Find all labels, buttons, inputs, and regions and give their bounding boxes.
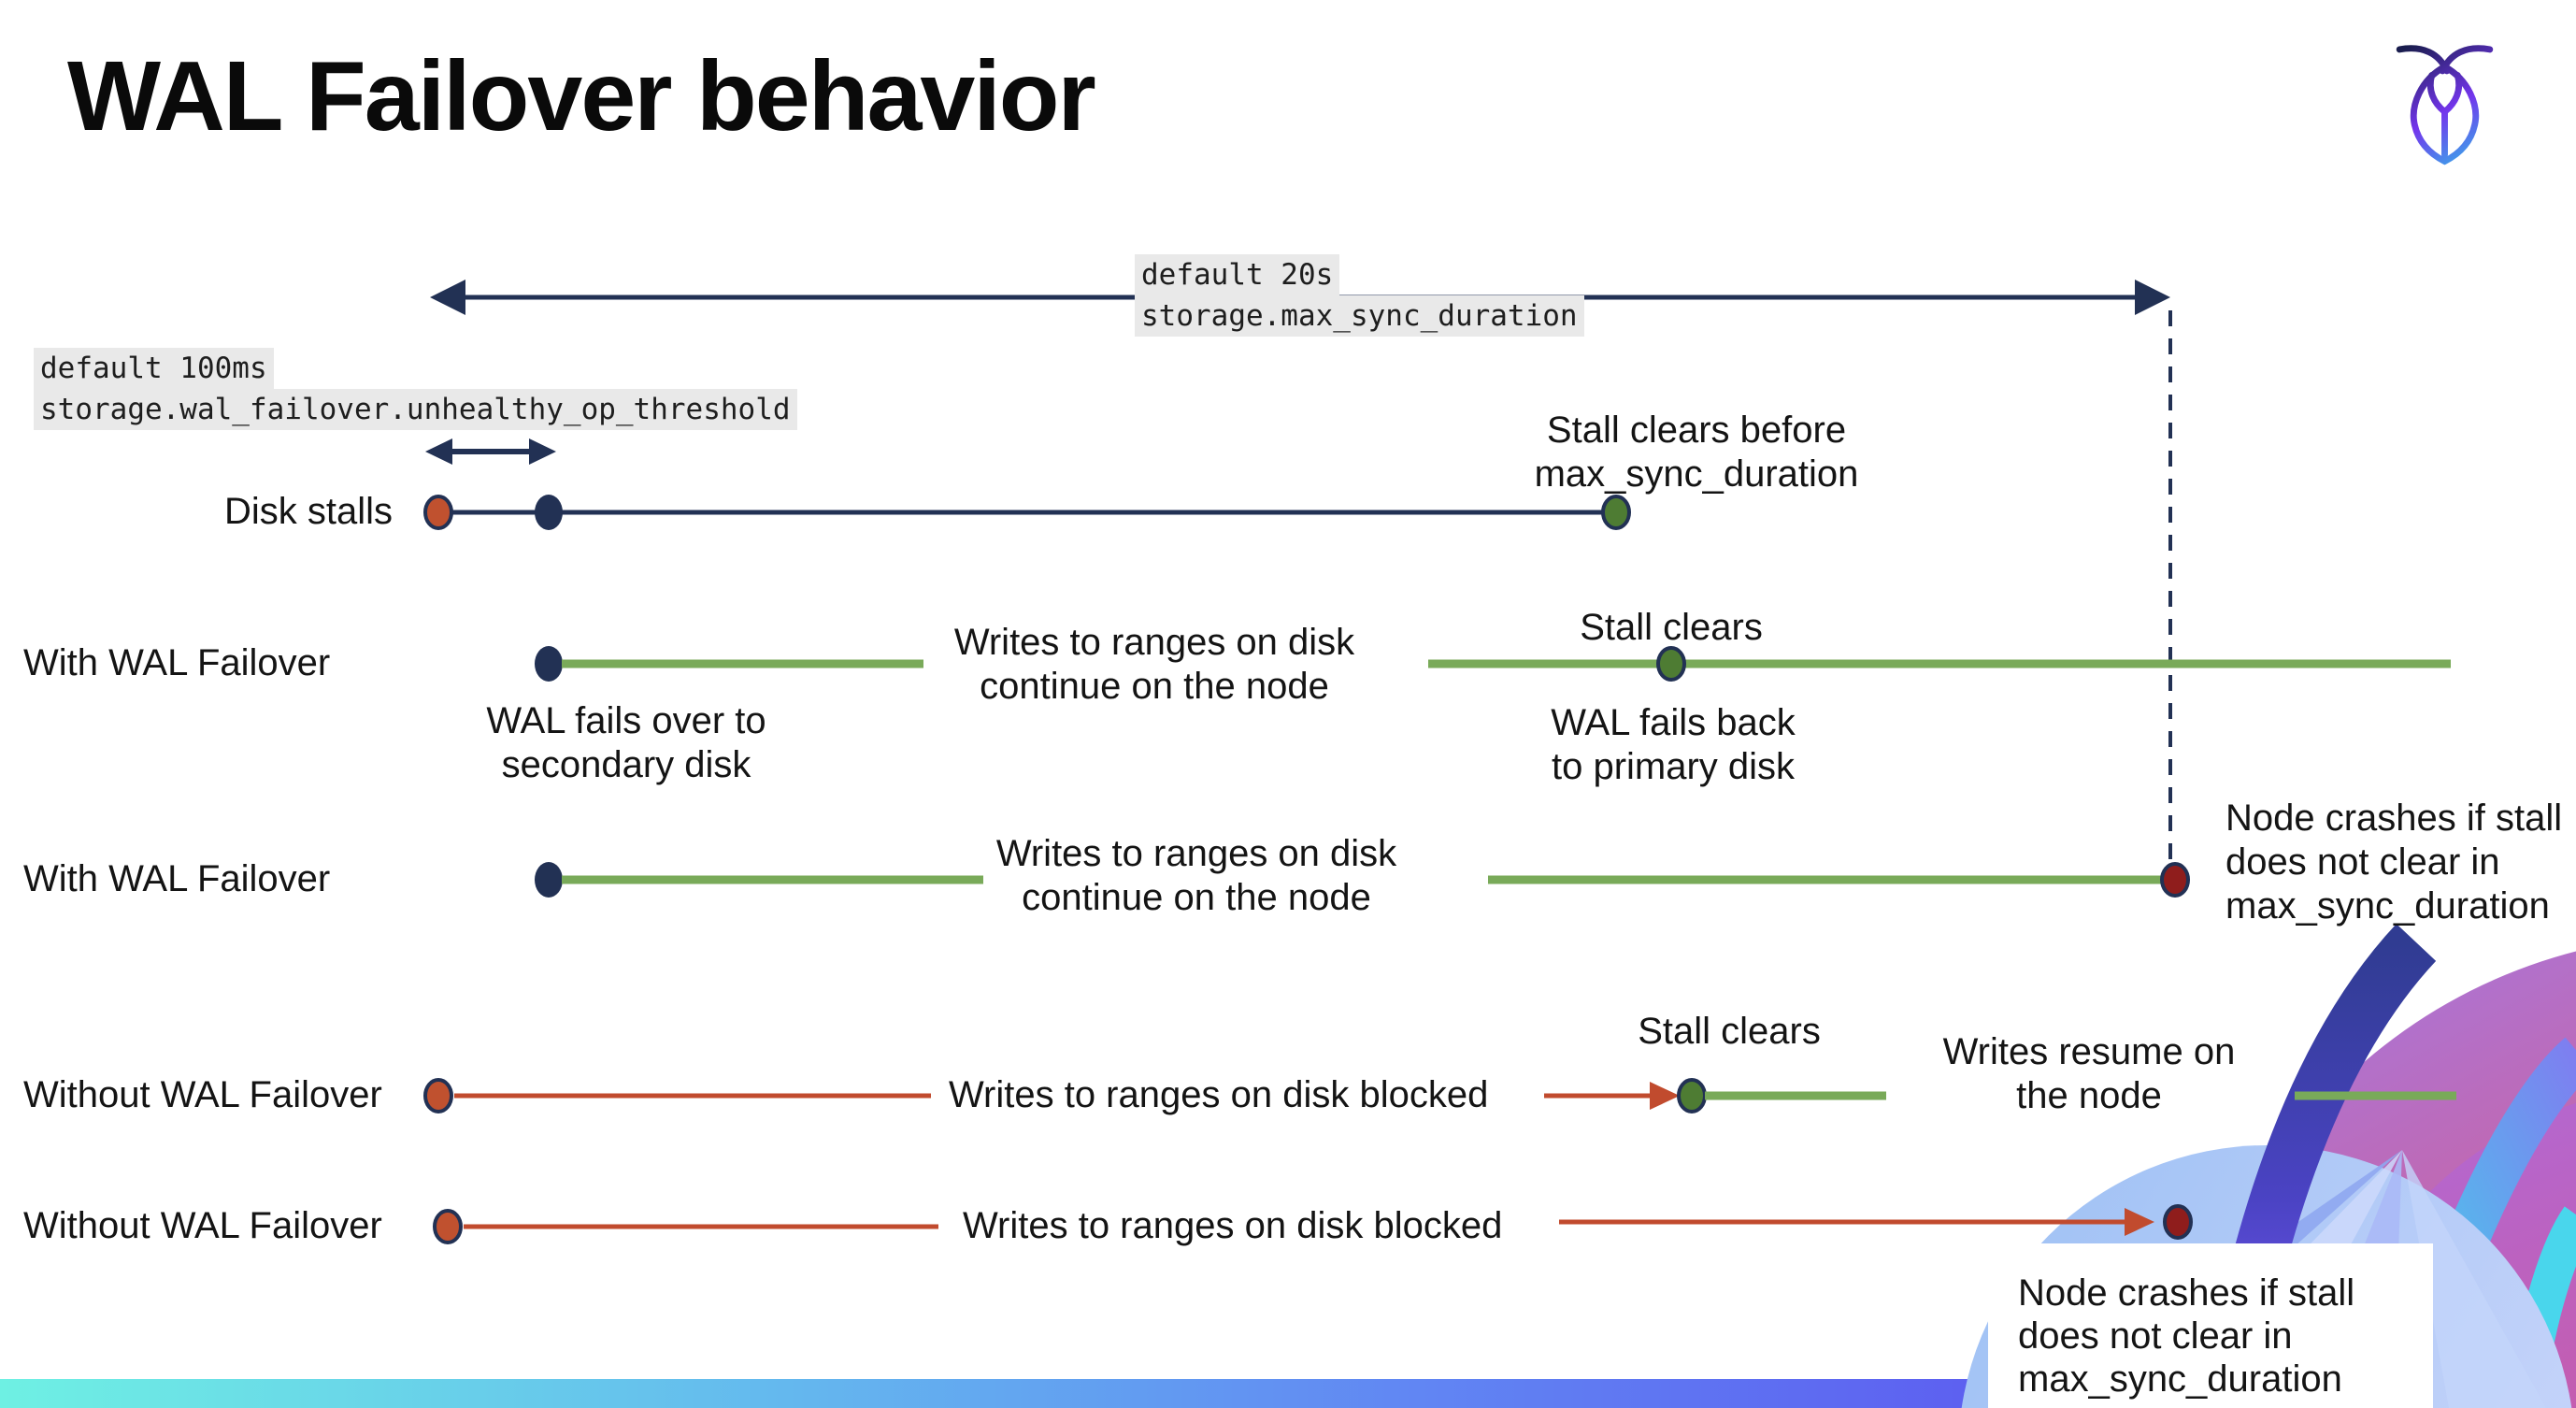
failover-dot (535, 646, 563, 682)
max-sync-default-label: default 20s (1135, 254, 1340, 295)
page-title: WAL Failover behavior (67, 41, 1096, 151)
cockroachdb-logo-icon (2396, 45, 2494, 165)
red-arrow-head-icon (1650, 1082, 1680, 1110)
row-label-disk-stalls: Disk stalls (223, 491, 393, 532)
node-crashes-note: Node crashes if stall does not clear in … (2018, 1272, 2355, 1400)
writes-blocked-note: Writes to ranges on disk blocked (949, 1074, 1489, 1115)
node-crashes-note: Node crashes if stall does not clear in … (2225, 797, 2563, 927)
arrow-head-left-icon (425, 438, 452, 465)
fan-ray (2402, 1150, 2546, 1408)
failover-trigger-dot (535, 495, 563, 530)
stall-start-dot (423, 495, 453, 530)
writes-blocked-note: Writes to ranges on disk blocked (963, 1205, 1503, 1246)
row-label-without-wal-failover: Without WAL Failover (23, 1205, 382, 1246)
stall-clears-note: Stall clears (1580, 607, 1763, 648)
arrow-head-right-icon (529, 438, 556, 465)
arrow-head-left-icon (430, 280, 465, 315)
wal-fails-back-note: WAL fails back to primary disk (1551, 702, 1796, 787)
threshold-setting-label: storage.wal_failover.unhealthy_op_thresh… (34, 389, 797, 430)
node-crash-dot (2163, 1204, 2193, 1240)
row-label-with-wal-failover: With WAL Failover (23, 858, 331, 899)
arrow-head-right-icon (2135, 280, 2170, 315)
stall-clears-note: Stall clears (1638, 1011, 1821, 1052)
stall-clears-dot (1601, 495, 1631, 530)
stall-clears-dot (1656, 646, 1686, 682)
writes-continue-note: Writes to ranges on disk continue on the… (995, 833, 1397, 918)
max-sync-setting-label: storage.max_sync_duration (1135, 295, 1584, 337)
stall-start-dot (433, 1209, 463, 1244)
stall-clears-before-note: Stall clears before max_sync_duration (1534, 409, 1859, 495)
red-arrow-head-icon (2125, 1208, 2154, 1236)
threshold-default-label: default 100ms (34, 348, 274, 389)
wal-fails-over-note: WAL fails over to secondary disk (486, 700, 766, 785)
writes-continue-note: Writes to ranges on disk continue on the… (953, 622, 1355, 707)
node-crashes-callout: Node crashes if stall does not clear in … (1988, 1243, 2433, 1408)
row-label-with-wal-failover: With WAL Failover (23, 642, 331, 683)
failover-dot (535, 862, 563, 898)
writes-resume-note: Writes resume on the node (1942, 1031, 2236, 1116)
node-crash-dot (2160, 862, 2190, 898)
stall-start-dot (423, 1078, 453, 1113)
row-label-without-wal-failover: Without WAL Failover (23, 1074, 382, 1115)
